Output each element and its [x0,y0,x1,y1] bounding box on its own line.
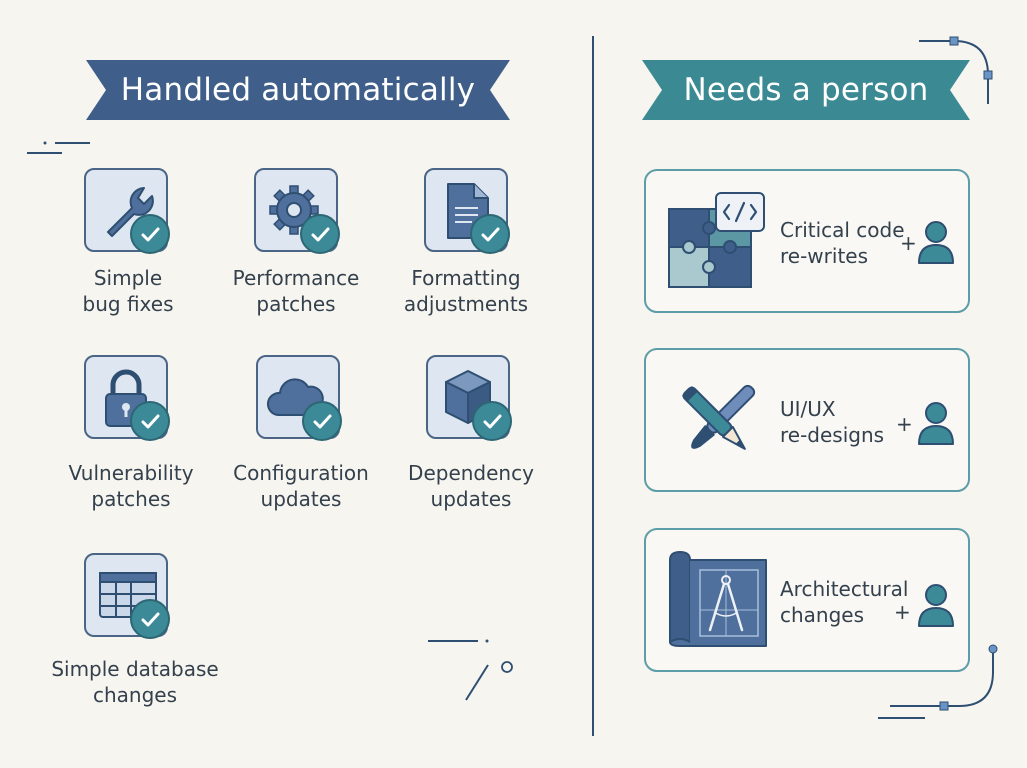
plus-sign: + [896,412,913,436]
checkmark-icon [302,401,342,441]
checkmark-icon [130,401,170,441]
tile-performance-patches [254,168,340,254]
tile-simple-bug-fixes [84,168,170,254]
tile-vulnerability-patches [84,355,170,441]
plus-sign: + [894,600,911,624]
person-icon [918,221,954,264]
right-title: Needs a person [683,72,929,108]
plus-sign: + [900,231,917,255]
tile-configuration-updates [256,355,342,441]
checkmark-icon [470,214,510,254]
tile-simple-database-changes [84,553,170,639]
puzzle-code-icon [668,192,765,288]
pencil-brush-icon [681,384,756,450]
person-icon [918,402,954,445]
person-icon [918,584,954,627]
handled-automatically-banner: Handled automatically [86,60,510,120]
checkmark-icon [300,214,340,254]
checkmark-icon [130,599,170,639]
checkmark-icon [130,214,170,254]
tile-formatting-adjustments [424,168,510,254]
blueprint-compass-icon [669,551,767,647]
left-title: Handled automatically [120,72,476,108]
checkmark-icon [472,401,512,441]
tile-dependency-updates [426,355,512,441]
column-divider [592,36,594,736]
needs-a-person-banner: Needs a person [642,60,970,120]
wrench-icon [107,187,154,237]
